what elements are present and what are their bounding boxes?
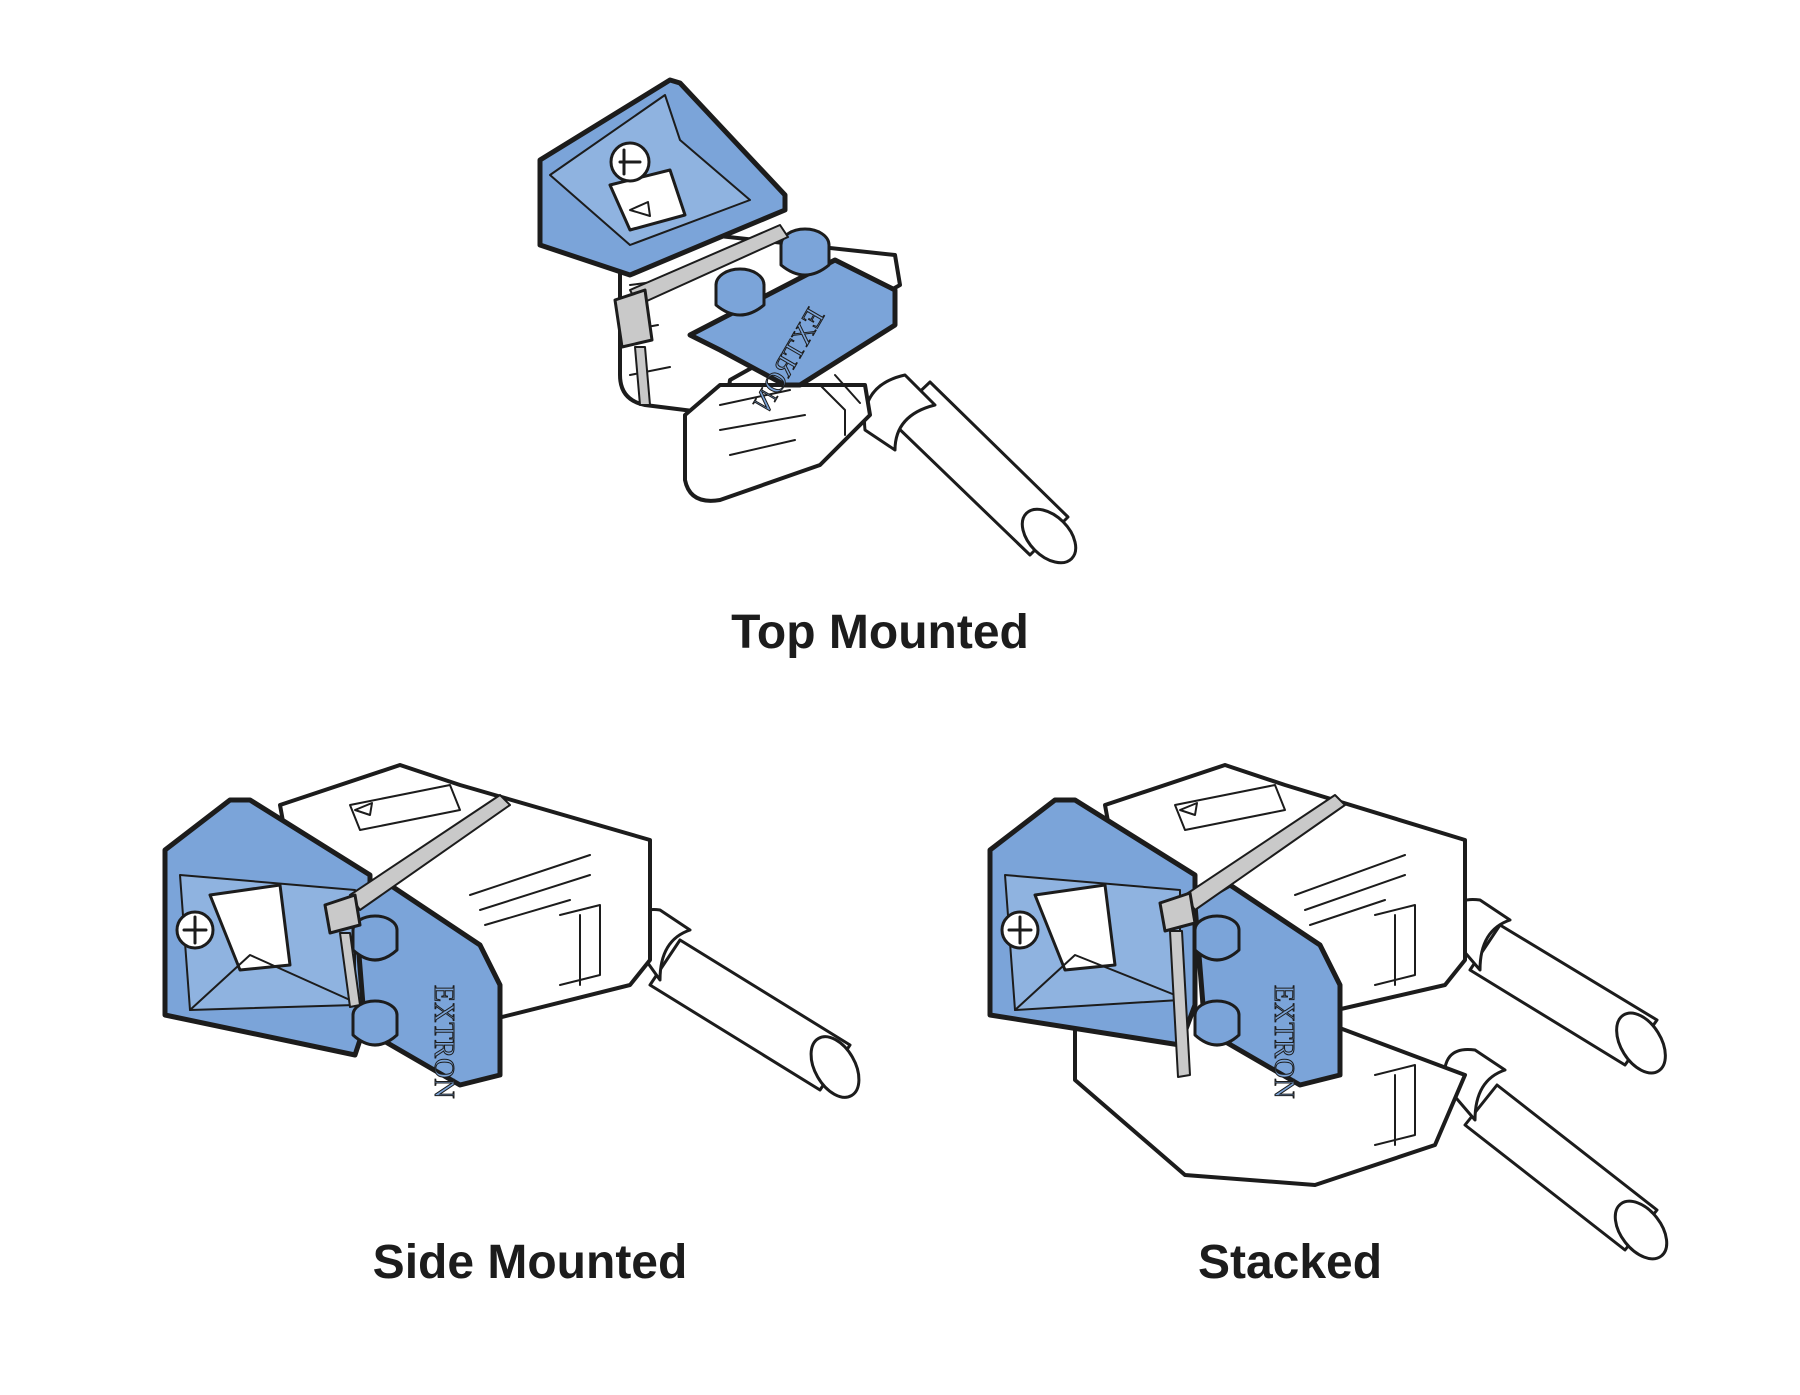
mounting-bracket: [537, 77, 788, 278]
mounting-bracket: [987, 797, 1198, 1048]
arrow-triangle-icon: [354, 802, 373, 816]
cable: [1442, 1047, 1669, 1261]
side-mounted-illustration: EXTRON: [160, 745, 861, 1245]
logo-text: EXTRON: [428, 985, 459, 1099]
screw-icon: [1000, 910, 1040, 950]
bracket-plate: [687, 227, 898, 388]
mounting-bracket: [162, 797, 373, 1058]
caption-side-mounted: Side Mounted: [372, 1236, 688, 1289]
cable-tie-icon: [323, 794, 511, 1008]
logo-text: EXTRON: [1268, 985, 1299, 1099]
cable: [863, 373, 1078, 565]
bracket-plate: [351, 882, 503, 1088]
bracket-plate: [1192, 882, 1343, 1088]
caption-top-mounted: Top Mounted: [731, 606, 1029, 659]
screw-icon: [175, 910, 215, 950]
arrow-triangle-icon: [1179, 802, 1198, 816]
cable: [632, 907, 861, 1099]
screw-icon: [609, 141, 651, 183]
caption-stacked: Stacked: [1197, 1236, 1383, 1289]
top-mounted-illustration: EXTRON: [537, 77, 1240, 605]
cable-tie-icon: [1158, 794, 1346, 1078]
stacked-illustration: EXTRON: [985, 745, 1700, 1290]
cable-tie-icon: [613, 224, 789, 406]
connector-body: [1103, 763, 1467, 1017]
